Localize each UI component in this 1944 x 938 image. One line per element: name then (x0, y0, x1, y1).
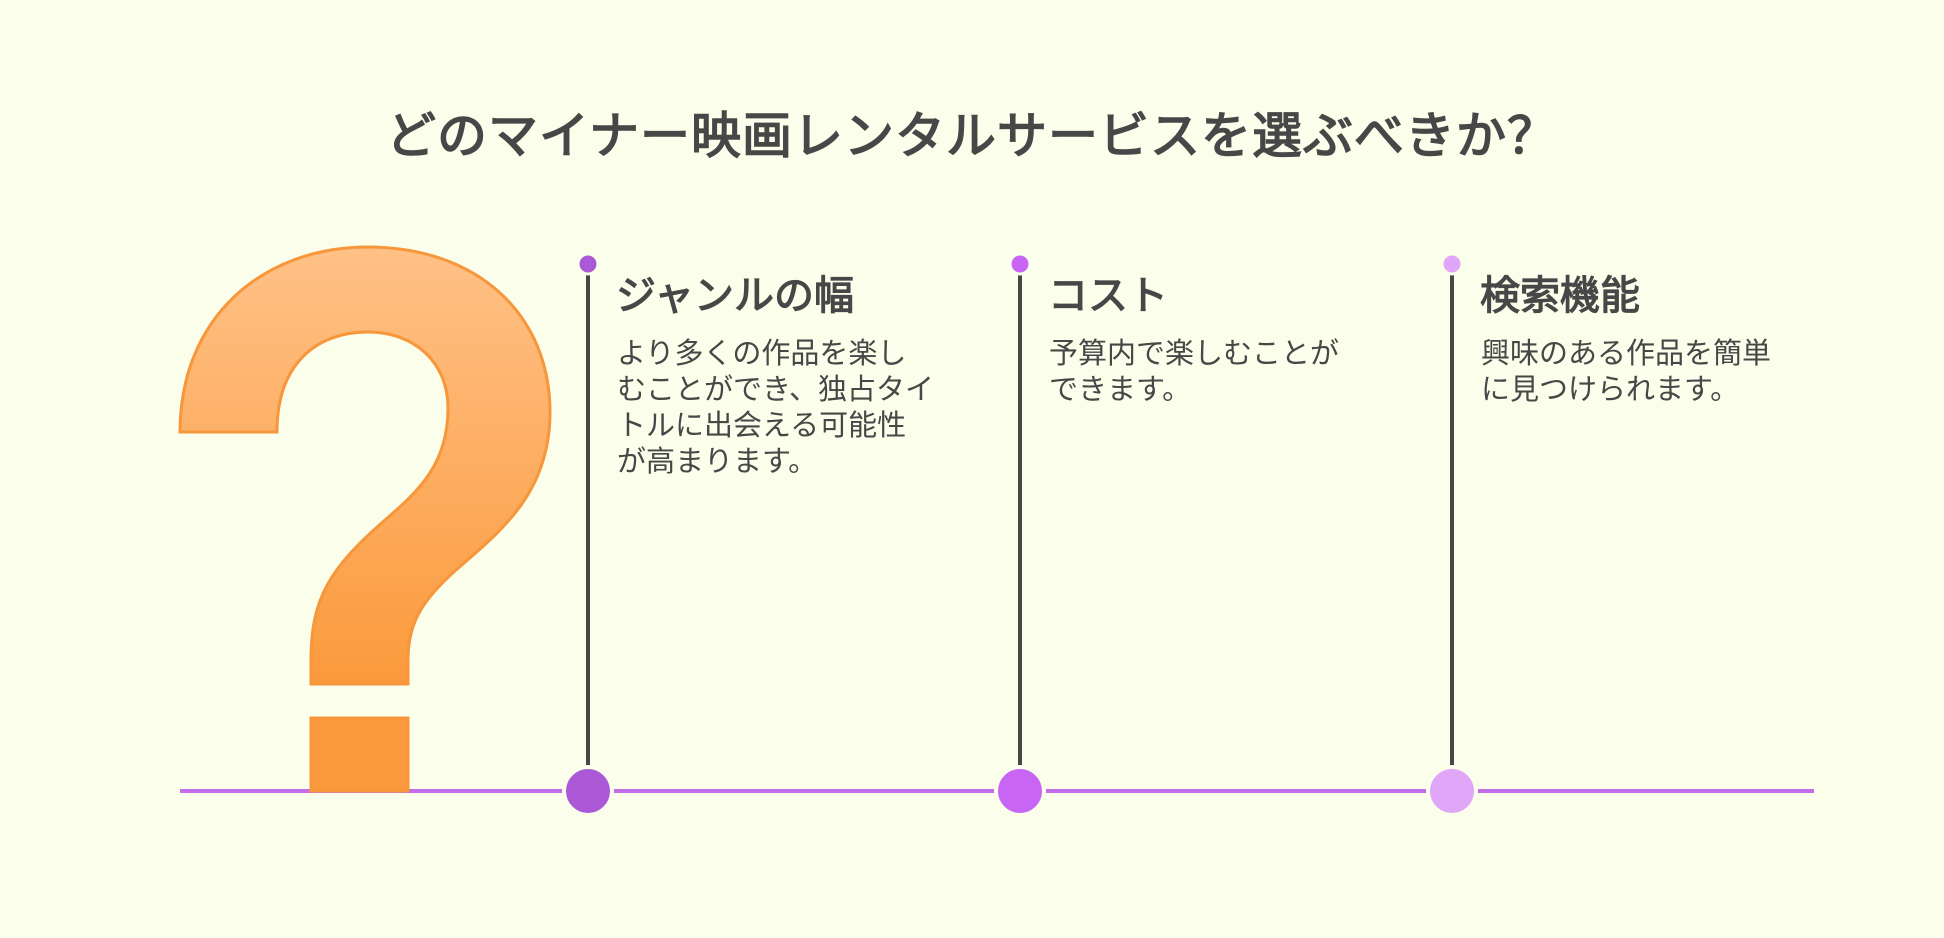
item-heading-search: 検索機能 (1480, 273, 1640, 319)
item-description-cost: 予算内で楽しむことが できます。 (1049, 335, 1339, 407)
item-description-search: 興味のある作品を簡単 に見つけられます。 (1481, 335, 1771, 407)
description-line: できます。 (1049, 372, 1192, 406)
description-line: トルに出会える可能性 (617, 408, 907, 442)
page-title: どのマイナー映画レンタルサービスを選ぶべきか？ (386, 107, 1558, 165)
timeline-marker-2 (994, 252, 1046, 817)
description-line: 予算内で楽しむことが (1049, 336, 1340, 370)
item-heading-cost: コスト (1048, 273, 1168, 319)
description-line: に見つけられます。 (1481, 372, 1740, 406)
description-line: 興味のある作品を簡単 (1481, 336, 1772, 370)
item-heading-genre: ジャンルの幅 (616, 273, 854, 319)
timeline-marker-1 (562, 252, 614, 817)
description-line: が高まります。 (617, 444, 818, 478)
timeline-marker-3 (1426, 252, 1478, 817)
question-mark-icon (178, 245, 552, 793)
item-description-genre: より多くの作品を楽し むことができ、独占タイ トルに出会える可能性 が高まります… (617, 335, 934, 479)
description-line: より多くの作品を楽し (617, 336, 907, 370)
description-line: むことができ、独占タイ (617, 372, 934, 406)
